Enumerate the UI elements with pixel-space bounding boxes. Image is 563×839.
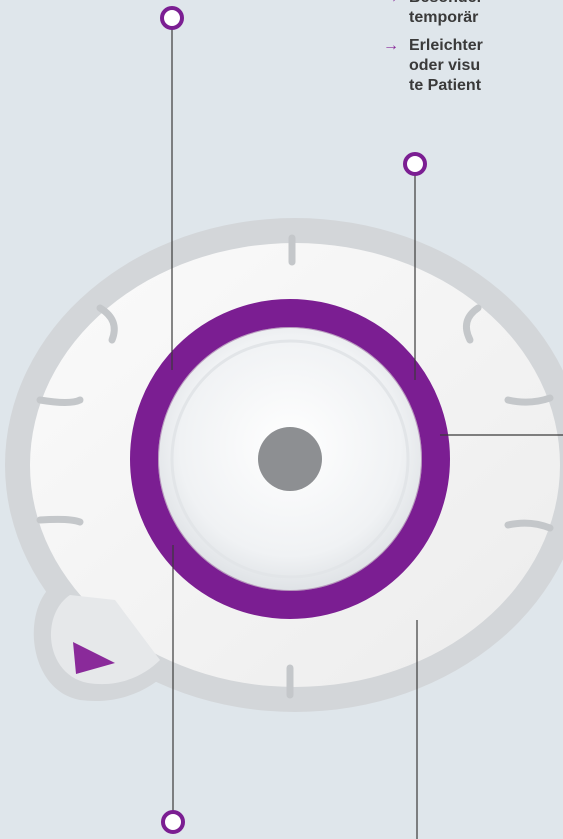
feature-bullet-list: → Besonder temporär → Erleichter oder vi… bbox=[383, 0, 563, 104]
arrow-right-icon: → bbox=[383, 37, 399, 54]
callout-ring-marker bbox=[160, 6, 184, 30]
callout-ring-marker bbox=[161, 810, 185, 834]
callout-lines bbox=[171, 29, 563, 839]
bullet-text-line: Besonder bbox=[409, 0, 563, 8]
bullet-item: → Erleichter oder visu te Patient bbox=[383, 36, 563, 96]
play-triangle-marker bbox=[73, 642, 115, 674]
bullet-text-line: oder visu bbox=[409, 57, 481, 74]
bullet-text-line: Erleichter bbox=[409, 37, 483, 54]
bullet-item: → Besonder temporär bbox=[383, 0, 563, 28]
arrow-right-icon: → bbox=[383, 0, 399, 8]
flange-notches bbox=[36, 234, 554, 699]
callout-ring-marker bbox=[403, 152, 427, 176]
callout-ring-markers bbox=[160, 6, 427, 834]
stoma-opening bbox=[258, 427, 322, 491]
bullet-text-line: te Patient bbox=[409, 77, 482, 94]
bullet-text-line: temporär bbox=[409, 9, 479, 26]
